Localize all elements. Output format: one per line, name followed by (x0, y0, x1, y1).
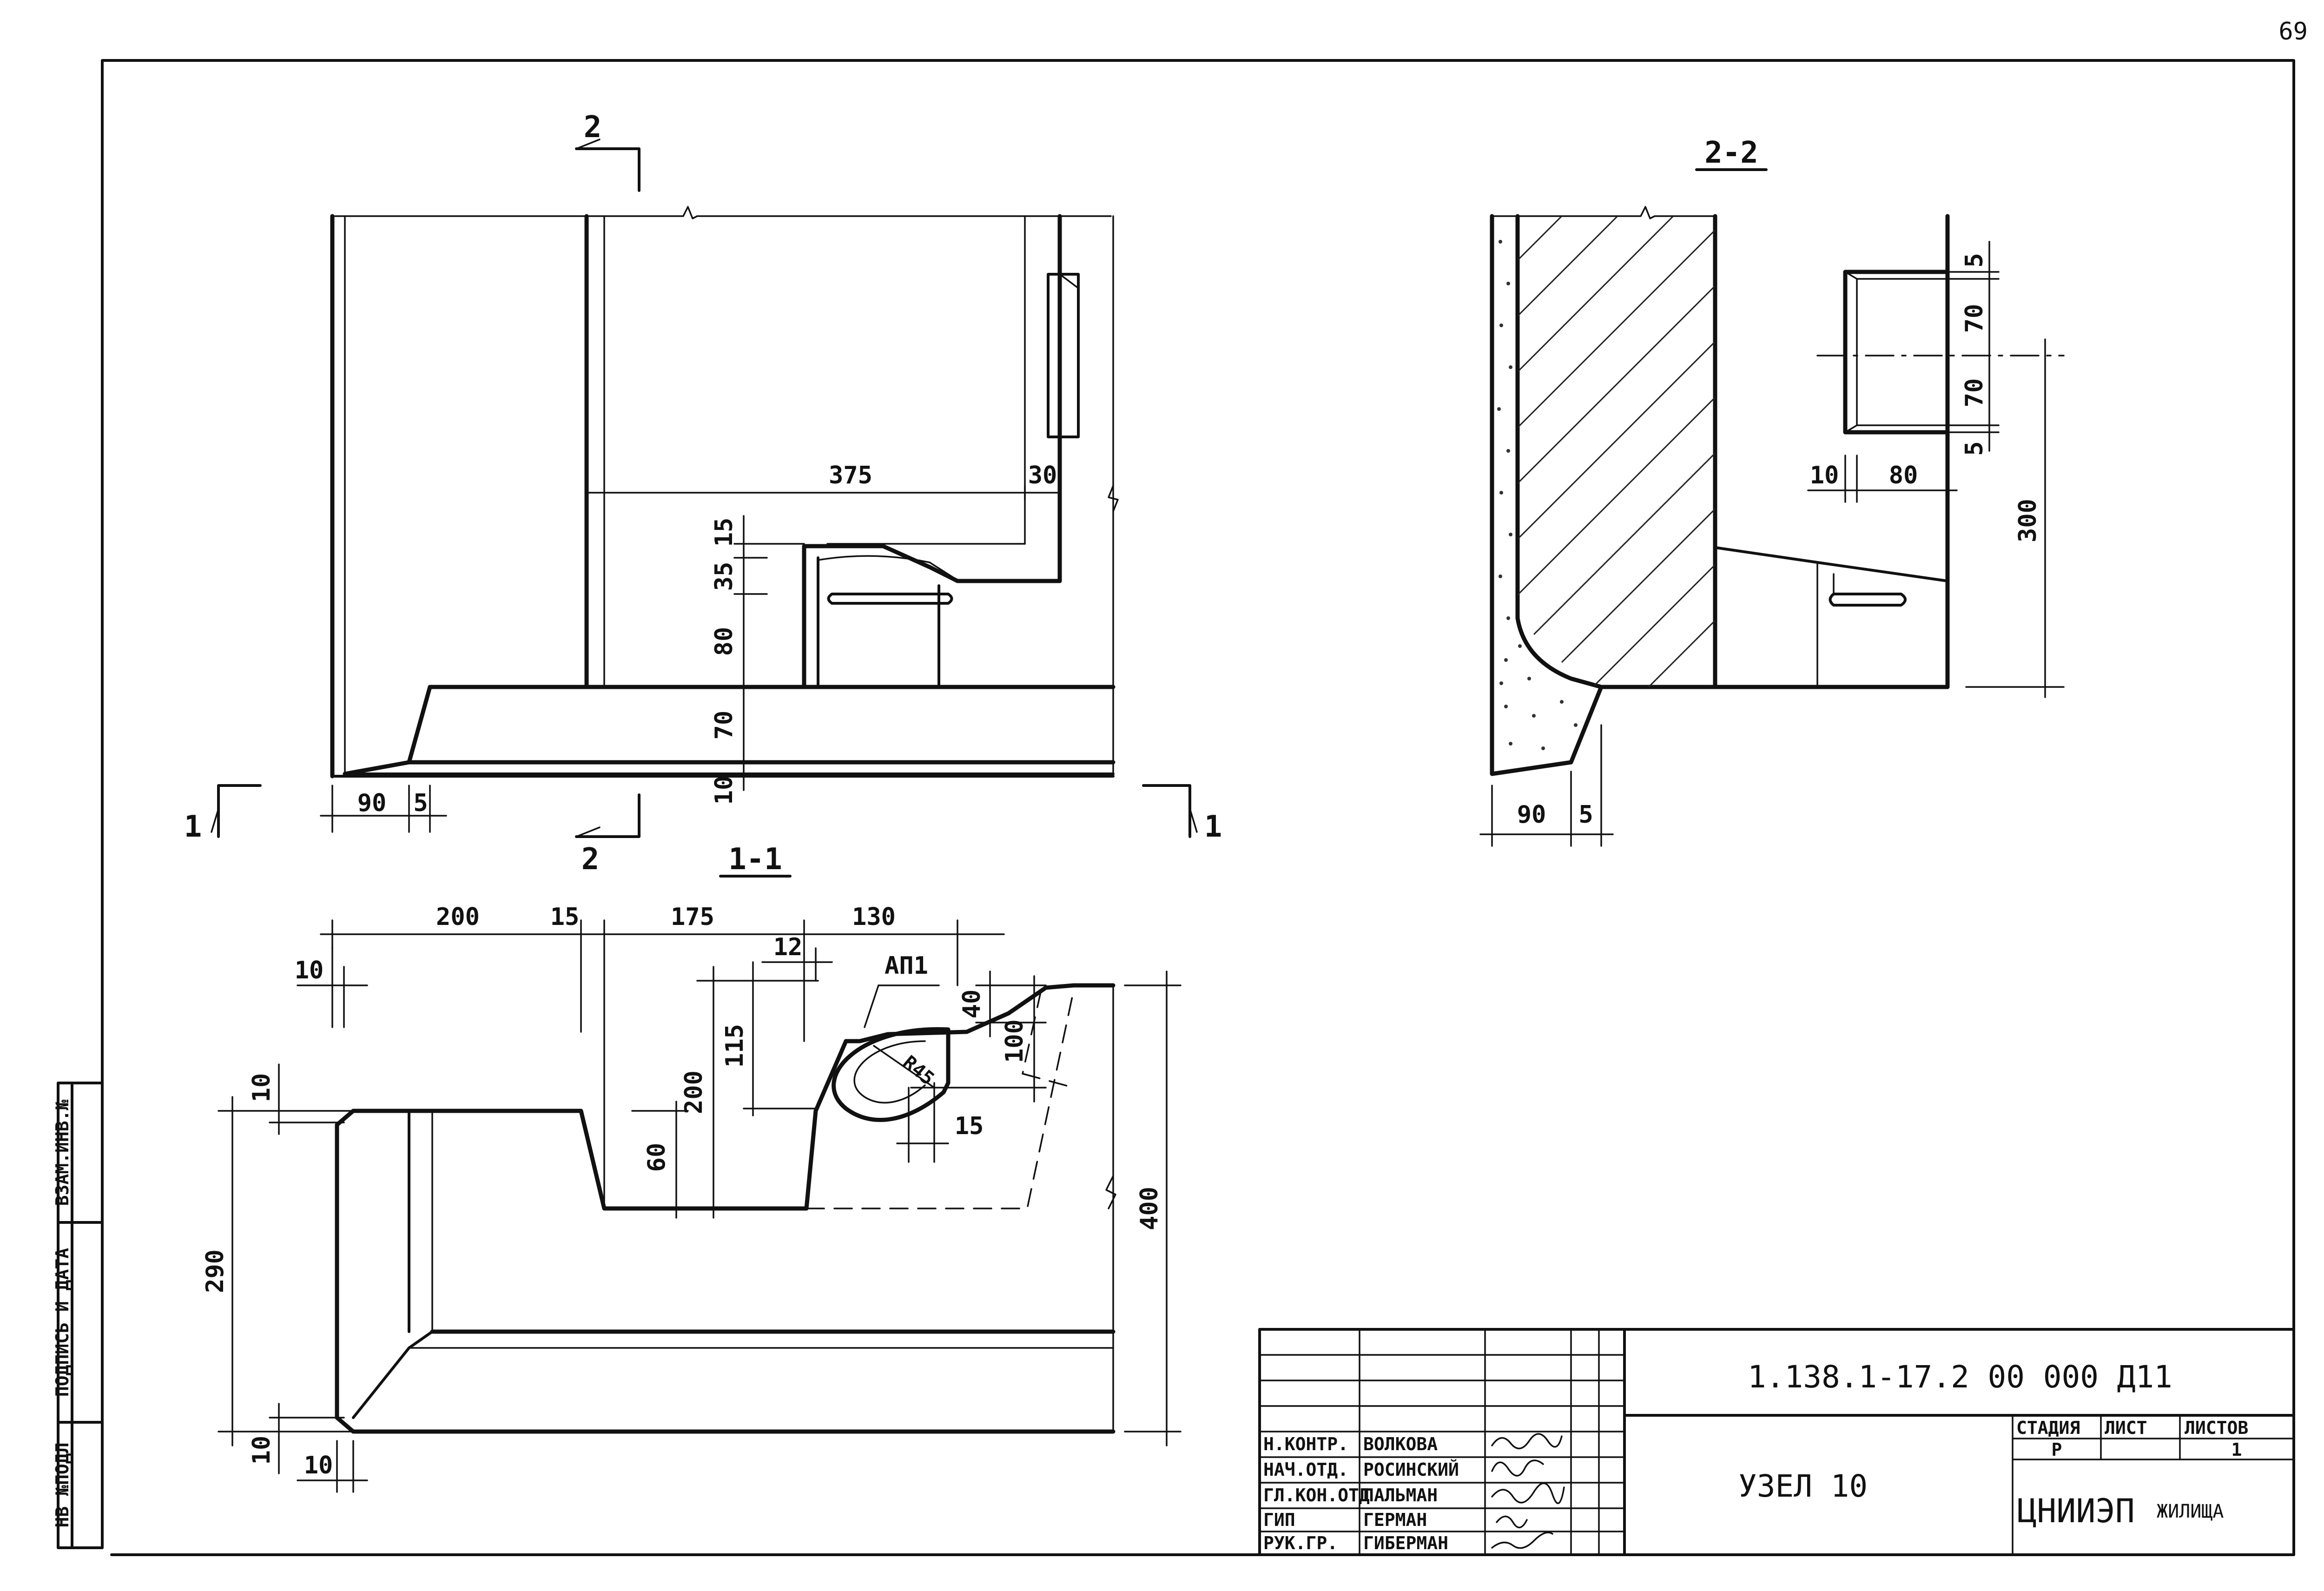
signer-name-2: РОСИНСКИЙ (1363, 1459, 1459, 1480)
dim-15-below: 15 (955, 1112, 984, 1140)
dim-10-top: 10 (295, 957, 324, 984)
dim-10: 10 (710, 776, 738, 805)
signature-5 (1491, 1532, 1553, 1549)
signature-4 (1496, 1515, 1528, 1528)
title-block: Н.КОНТР. ВОЛКОВА НАЧ.ОТД. РОСИНСКИЙ ГЛ.К… (1258, 1328, 2295, 1556)
cut-mark-2-top: 2 (584, 110, 602, 145)
dim-70-lower: 70 (1961, 378, 1988, 408)
signer-name-1: ВОЛКОВА (1363, 1434, 1438, 1454)
dim-115: 115 (721, 1024, 749, 1068)
dim-10-bottom: 10 (304, 1452, 333, 1479)
dim-375: 375 (829, 462, 872, 489)
dim-70: 70 (710, 711, 738, 740)
dim-40: 40 (958, 990, 986, 1019)
section-2-2-title: 2-2 (1704, 136, 1758, 170)
dim-90: 90 (357, 789, 387, 817)
signer-name-3: ПАЛЬМАН (1363, 1485, 1438, 1505)
signer-name-4: ГЕРМАН (1363, 1510, 1427, 1530)
stamp-inv-no: НВ №ПОДЛ (52, 1442, 73, 1527)
cut-mark-2-bottom: 2 (581, 842, 600, 877)
section-1-1-title: 1-1 (728, 842, 782, 877)
dim-15: 15 (710, 518, 738, 547)
stage-header: СТАДИЯ (2016, 1418, 2080, 1438)
dim-290: 290 (201, 1249, 229, 1293)
sheets-header: ЛИСТОВ (2185, 1418, 2248, 1438)
signer-role-4: ГИП (1263, 1510, 1295, 1530)
anchor-label-ap1: АП1 (885, 952, 928, 980)
cut-mark-1-right: 1 (1204, 810, 1222, 844)
stamp-sign-date: ПОДПИСЬ И ДАТА (52, 1248, 73, 1397)
view-section-1-1: 1-1 АП1 R45 200 15 175 130 (201, 842, 1182, 1493)
dim-175: 175 (671, 903, 714, 931)
side-stamp: ВЗАМ.ИНВ.№ ПОДПИСЬ И ДАТА НВ №ПОДЛ (52, 1082, 104, 1549)
cut-mark-1-left: 1 (184, 810, 202, 844)
dim-15: 15 (550, 903, 580, 931)
dim-5: 5 (413, 789, 428, 817)
dim-35: 35 (710, 562, 738, 591)
doc-code: 1.138.1-17.2 00 000 Д11 (1748, 1359, 2172, 1395)
sheet-header: ЛИСТ (2105, 1418, 2147, 1438)
stage-value: Р (2052, 1439, 2062, 1460)
signer-name-5: ГИБЕРМАН (1363, 1533, 1448, 1553)
dim-70-upper: 70 (1961, 304, 1988, 333)
dim-5: 5 (1578, 801, 1593, 829)
dim-200-vertical: 200 (680, 1070, 708, 1114)
signer-role-2: НАЧ.ОТД. (1263, 1459, 1348, 1480)
dim-10: 10 (1810, 462, 1839, 489)
radius-label: R45 (899, 1051, 938, 1089)
dim-5-bottom: 5 (1961, 441, 1988, 456)
signature-3 (1491, 1482, 1565, 1504)
dim-100: 100 (1001, 1019, 1029, 1063)
dim-60: 60 (643, 1143, 671, 1172)
dim-30: 30 (1028, 462, 1057, 489)
dim-12: 12 (773, 933, 803, 961)
stamp-replace-inv: ВЗАМ.ИНВ.№ (52, 1099, 73, 1206)
signer-role-5: РУК.ГР. (1263, 1533, 1338, 1553)
dim-10-left-bottom: 10 (248, 1436, 276, 1465)
dim-10-left-top: 10 (248, 1073, 276, 1102)
view-elevation: 375 30 15 35 80 70 10 90 5 2 2 1 1 (184, 110, 1222, 877)
signature-1 (1491, 1433, 1563, 1449)
signer-role-3: ГЛ.КОН.ОТД (1263, 1485, 1370, 1505)
dim-300: 300 (2014, 499, 2042, 542)
dim-400: 400 (1136, 1187, 1163, 1230)
dim-90: 90 (1517, 801, 1546, 829)
page-number: 69 (2278, 18, 2308, 46)
org-name: ЦНИИЭП (2017, 1492, 2135, 1530)
dim-130: 130 (852, 903, 896, 931)
view-section-2-2: 2-2 (1479, 136, 2065, 847)
org-suffix: ЖИЛИЩА (2157, 1501, 2224, 1522)
dim-80: 80 (710, 627, 738, 656)
signer-role-1: Н.КОНТР. (1263, 1434, 1348, 1454)
drawing-title: УЗЕЛ 10 (1738, 1468, 1868, 1504)
dim-200: 200 (436, 903, 480, 931)
sheets-value: 1 (2232, 1439, 2242, 1460)
dim-80: 80 (1889, 462, 1918, 489)
dim-5-top: 5 (1961, 253, 1988, 267)
signature-2 (1491, 1459, 1544, 1477)
